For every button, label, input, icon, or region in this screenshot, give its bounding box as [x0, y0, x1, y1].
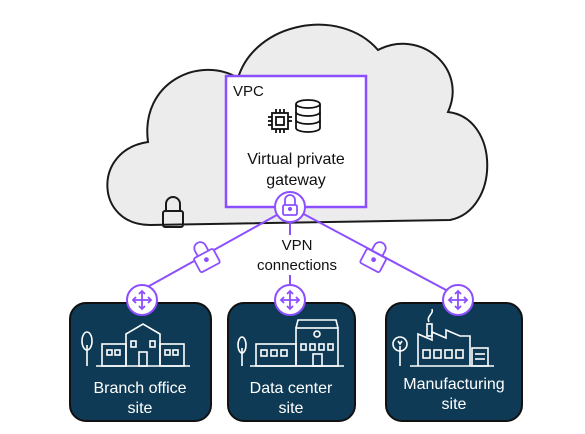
vpn-lock-icon-right [359, 241, 387, 273]
factory-icon [392, 308, 494, 367]
gateway-label-line1: Virtual private [247, 151, 345, 168]
vpn-label-line2: connections [257, 257, 337, 274]
router-icon-datacenter [274, 284, 306, 316]
gateway-label-line2: gateway [266, 172, 326, 189]
router-icon-manufacturing [442, 284, 474, 316]
site-label-datacenter-line1: Data center [250, 380, 333, 397]
lock-icon [162, 196, 184, 228]
site-label-manufacturing-line2: site [442, 396, 467, 413]
data-center-icon [237, 319, 344, 367]
site-label-branch-line2: site [128, 400, 153, 417]
chip-icon [268, 109, 292, 133]
gateway-lock-icon [274, 191, 306, 223]
vpc-box [224, 74, 368, 209]
building-icon [81, 323, 190, 367]
router-icon-branch [126, 284, 158, 316]
site-label-branch-line1: Branch office [93, 380, 186, 397]
site-label-manufacturing-line1: Manufacturing [403, 376, 504, 393]
database-icon [295, 99, 321, 133]
vpn-label-line1: VPN [282, 237, 313, 254]
vpn-lock-icon-left [193, 241, 221, 273]
vpc-label: VPC [233, 83, 264, 100]
site-label-datacenter-line2: site [279, 400, 304, 417]
